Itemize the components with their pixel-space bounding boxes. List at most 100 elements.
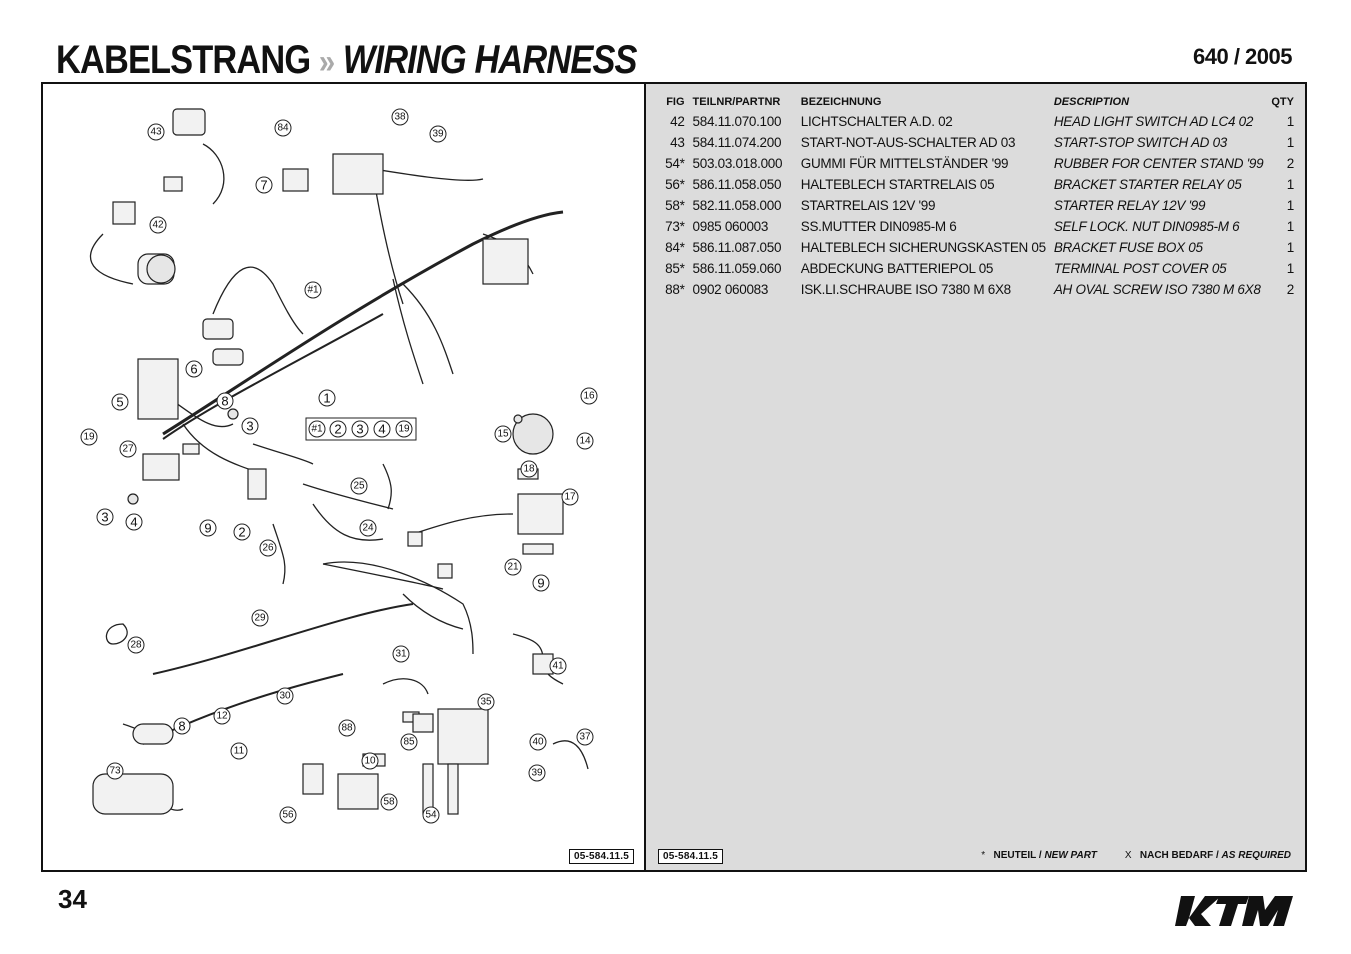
callout-19: 19 [83,432,95,443]
cell-en: BRACKET FUSE BOX 05 [1053,240,1203,255]
cell-en: RUBBER FOR CENTER STAND '99 [1053,156,1264,171]
callout-28: 28 [130,640,142,651]
callout-21: 21 [507,562,519,573]
cell-de: ISK.LI.SCHRAUBE ISO 7380 M 6X8 [800,282,1011,297]
cell-fig: 42 [670,114,685,129]
callout-38: 38 [394,112,406,123]
cell-part: 584.11.070.100 [692,114,782,129]
wiring-diagram: 43 84 38 39 7 42 #1 6 5 8 3 1 #1 2 3 4 1… [80,108,598,824]
callout-7: 7 [260,178,267,193]
legend-star-en: NEW PART [1044,850,1097,861]
callout-39b: 39 [531,768,543,779]
cell-de: STARTRELAIS 12V '99 [800,198,936,213]
ktm-logo [1175,896,1293,926]
callout-40: 40 [532,737,544,748]
title-english: WIRING HARNESS [342,38,638,82]
legend-star-de: NEUTEIL / [993,850,1042,861]
callout-12: 12 [216,711,228,722]
table-row: 56* 586.11.058.050 HALTEBLECH STARTRELAI… [658,174,1298,195]
callout-17: 17 [564,492,576,503]
callout-24: 24 [362,523,374,534]
callout-18: 18 [523,464,535,475]
callout-41: 41 [552,661,564,672]
cell-fig: 56* [665,177,685,192]
content-frame: 43 84 38 39 7 42 #1 6 5 8 3 1 #1 2 3 4 1… [41,82,1307,872]
callout-5: 5 [116,395,123,410]
table-row: 43 584.11.074.200 START-NOT-AUS-SCHALTER… [658,132,1298,153]
callout-15: 15 [497,429,509,440]
cell-part: 582.11.058.000 [692,198,782,213]
cell-fig: 43 [670,135,685,150]
callout-9: 9 [204,521,211,536]
callout-85: 85 [403,737,415,748]
cell-qty: 1 [1286,219,1295,234]
cell-qty: 2 [1286,282,1295,297]
cell-part: 584.11.074.200 [692,135,782,150]
table-row: 84* 586.11.087.050 HALTEBLECH SICHERUNGS… [658,237,1298,258]
cell-qty: 1 [1286,114,1295,129]
model-year: 640 / 2005 [1193,44,1292,69]
table-header-row: FIG TEILNR/PARTNR BEZEICHNUNG DESCRIPTIO… [658,96,1298,111]
cell-en: AH OVAL SCREW ISO 7380 M 6X8 [1053,282,1261,297]
callout-31: 31 [395,649,407,660]
legend-as-required: X NACH BEDARF / AS REQUIRED [1125,850,1291,861]
callout-1: 1 [323,391,330,406]
header-fig: FIG [666,96,685,108]
cell-part: 586.11.058.050 [692,177,782,192]
callout-8b: 8 [178,719,185,734]
header-part: TEILNR/PARTNR [692,96,781,108]
cell-de: ABDECKUNG BATTERIEPOL 05 [800,261,994,276]
cell-part: 503.03.018.000 [692,156,783,171]
callout-16: 16 [583,391,595,402]
cell-fig: 54* [665,156,685,171]
callout-25: 25 [353,481,365,492]
cell-fig: 84* [665,240,685,255]
callout-3b: 3 [101,510,108,525]
diagram-panel: 43 84 38 39 7 42 #1 6 5 8 3 1 #1 2 3 4 1… [43,84,646,870]
cell-fig: 88* [665,282,685,297]
cell-qty: 2 [1286,156,1295,171]
cell-en: SELF LOCK. NUT DIN0985-M 6 [1053,219,1240,234]
callout-56: 56 [282,810,294,821]
title-separator: » [318,43,335,81]
cell-de: HALTEBLECH SICHERUNGSKASTEN 05 [800,240,1046,255]
cell-en: HEAD LIGHT SWITCH AD LC4 02 [1053,114,1254,129]
callout-88: 88 [341,723,353,734]
callout-26: 26 [262,543,274,554]
legend-x-de: NACH BEDARF / [1139,850,1219,861]
callout-2: 2 [238,525,245,540]
callout-set-19: 19 [398,424,410,435]
cell-qty: 1 [1286,177,1295,192]
table-row: 73* 0985 060003 SS.MUTTER DIN0985-M 6 SE… [658,216,1298,237]
callout-58: 58 [383,797,395,808]
callout-set-harness: #1 [311,424,323,435]
cell-part: 586.11.059.060 [692,261,782,276]
callout-set-2: 2 [334,422,341,437]
diagram-code: 05-584.11.5 [568,849,634,864]
callout-39: 39 [432,129,444,140]
legend-x-symbol: X [1124,850,1132,861]
callout-29: 29 [254,613,266,624]
legend-x-en: AS REQUIRED [1221,850,1291,861]
callout-10: 10 [364,756,376,767]
callout-27: 27 [122,444,134,455]
cell-en: TERMINAL POST COVER 05 [1053,261,1227,276]
callout-set-3: 3 [356,422,363,437]
cell-qty: 1 [1286,135,1295,150]
page-title: KABELSTRANG » WIRING HARNESS [56,38,638,90]
cell-part: 0902 060083 [692,282,769,297]
cell-de: GUMMI FÜR MITTELSTÄNDER '99 [800,156,1009,171]
header-de: BEZEICHNUNG [800,96,882,108]
callout-37: 37 [579,732,591,743]
callout-3: 3 [246,419,253,434]
cell-de: HALTEBLECH STARTRELAIS 05 [800,177,995,192]
cell-qty: 1 [1286,261,1295,276]
cell-fig: 58* [665,198,685,213]
callout-set-4: 4 [378,422,385,437]
callout-84: 84 [277,123,289,134]
cell-de: LICHTSCHALTER A.D. 02 [800,114,953,129]
cell-part: 586.11.087.050 [692,240,782,255]
callout-54: 54 [425,810,437,821]
callout-42: 42 [152,220,164,231]
legend: * NEUTEIL / NEW PART X NACH BEDARF / AS … [981,850,1291,861]
